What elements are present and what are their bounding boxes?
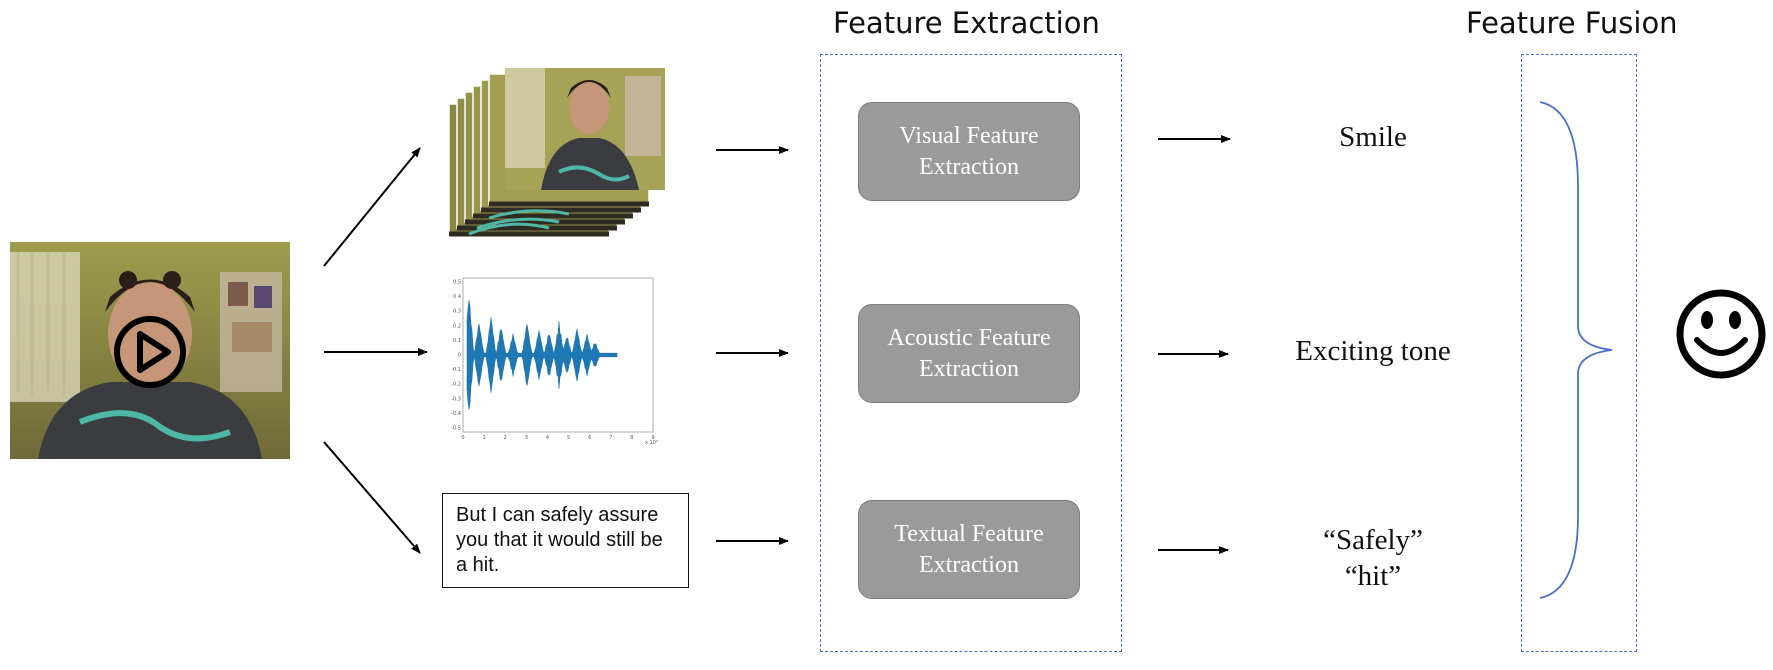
textual-extractor-line2: Extraction	[919, 551, 1019, 578]
waveform-x-tick: 5	[567, 435, 570, 441]
frame-front	[505, 68, 665, 190]
waveform-x-tick: 6	[588, 435, 591, 441]
transcript-text: But I can safely assure you that it woul…	[456, 504, 663, 576]
visual-extractor-line1: Visual Feature	[899, 122, 1039, 149]
waveform-x-ticks: 0 1 2 3 4 5 6 7 8 9	[461, 435, 654, 441]
acoustic-extractor-line1: Acoustic Feature	[887, 324, 1051, 351]
feature-fusion-title: Feature Fusion	[1466, 6, 1678, 40]
waveform-y-tick: 0.3	[453, 309, 461, 315]
feature-extraction-panel	[820, 54, 1122, 652]
textual-feature-label: “Safely” “hit”	[1253, 522, 1493, 594]
waveform-y-tick: -0.5	[451, 426, 461, 432]
visual-extractor-line2: Extraction	[919, 153, 1019, 180]
waveform-x-tick: 3	[525, 435, 528, 441]
video-frames-stack	[448, 68, 665, 237]
waveform-y-tick: 0	[458, 353, 461, 359]
waveform-x-tick: 1	[483, 435, 486, 441]
waveform-signal	[466, 300, 618, 410]
acoustic-feature-label: Exciting tone	[1295, 335, 1451, 367]
input-video-thumbnail[interactable]	[10, 242, 290, 459]
visual-feature-label: Smile	[1339, 121, 1407, 153]
waveform-x-tick: 9	[651, 435, 654, 441]
waveform-x-tick: 7	[609, 435, 612, 441]
acoustic-extractor-line2: Extraction	[919, 355, 1019, 382]
waveform-x-tick: 8	[630, 435, 633, 441]
waveform-x-tick: 2	[504, 435, 507, 441]
waveform-y-tick: 0.5	[453, 280, 461, 286]
waveform-y-tick: 0.2	[453, 323, 461, 329]
waveform-y-tick: -0.2	[451, 382, 461, 388]
waveform-y-tick: 0.1	[453, 338, 461, 344]
textual-extractor-line1: Textual Feature	[894, 520, 1044, 547]
waveform-y-tick: 0.4	[453, 294, 461, 300]
waveform-x-tick: 4	[546, 435, 549, 441]
waveform-y-tick: -0.4	[451, 411, 461, 417]
waveform-x-tick: 0	[461, 435, 464, 441]
feature-extraction-title: Feature Extraction	[833, 6, 1100, 40]
smiley-face-icon	[1676, 289, 1766, 379]
waveform-x-exponent: x 10⁴	[645, 440, 658, 446]
waveform-y-ticks: 0.5 0.4 0.3 0.2 0.1 0 -0.1 -0.2 -0.3 -0.4 -0.5	[451, 280, 461, 432]
waveform-y-tick: -0.1	[451, 367, 461, 373]
play-circle	[114, 316, 186, 388]
textual-feature-line1: “Safely”	[1323, 524, 1423, 556]
transcript-box: But I can safely assure you that it woul…	[442, 493, 689, 588]
feature-fusion-panel	[1521, 54, 1637, 652]
fusion-brace	[1539, 101, 1613, 599]
waveform-y-tick: -0.3	[451, 396, 461, 402]
textual-feature-line2: “hit”	[1344, 560, 1402, 592]
audio-waveform-plot: 0.5 0.4 0.3 0.2 0.1 0 -0.1 -0.2 -0.3 -0.4 -0.5 0 1 2…	[451, 277, 658, 446]
